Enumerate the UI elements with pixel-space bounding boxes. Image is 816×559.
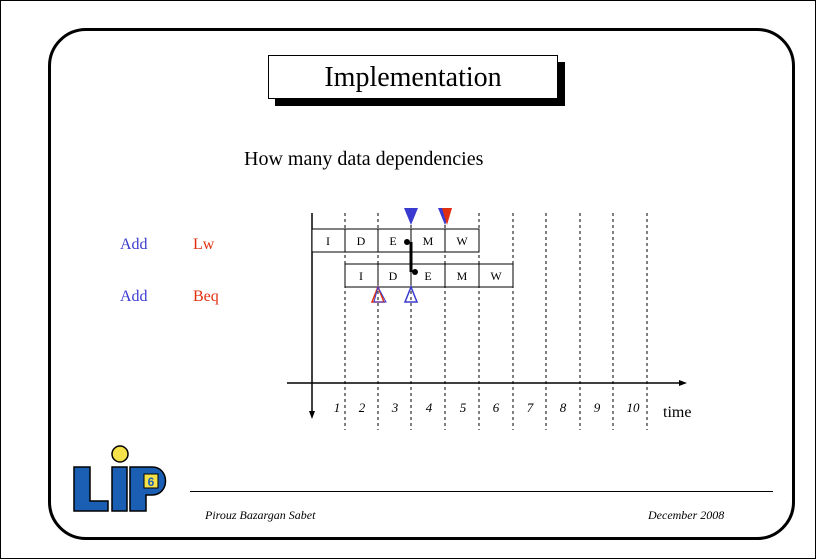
instr2-arg: Beq [193,288,219,305]
instr2-op: Add [120,288,148,305]
stage-label: I [359,269,363,283]
logo-six-box [143,473,159,489]
logo-i-dot [111,445,129,463]
logo-letter-l [73,466,109,512]
slide-title: Implementation [268,55,558,99]
stage-label: D [389,269,398,283]
slide-frame [48,28,795,540]
tick-label: 9 [594,400,601,415]
red-marker-top [442,208,452,225]
tick-label: 2 [359,400,366,415]
footer-date: December 2008 [648,508,725,522]
logo-six-text: 6 [148,475,155,489]
tick-label: 3 [391,400,399,415]
stage-box [444,228,480,253]
time-axis-arrow [679,380,687,386]
pipeline-row-2 [344,263,514,288]
stage-label: I [326,234,330,248]
instr1-op: Add [120,236,148,253]
tick-label: 10 [627,400,641,415]
stage-label: W [490,269,502,283]
forwarding-dot-bottom [412,269,418,275]
tick-label: 8 [560,400,567,415]
blue-marker-bottom-a [373,285,387,303]
stage-label: E [424,269,431,283]
blue-marker-top [404,208,418,225]
stage-label: M [423,234,434,248]
stage-label: W [456,234,468,248]
left-axis-arrow [309,411,315,419]
tick-label: 7 [527,400,534,415]
pipeline-row-1 [311,228,480,253]
footer-divider [190,491,773,492]
tick-label: 1 [334,400,341,415]
footer-author: Pirouz Bazargan Sabet [205,508,316,522]
stage-label: D [357,234,366,248]
slide-subtitle: How many data dependencies [244,148,484,170]
logo-letter-i [111,466,128,512]
tick-label: 4 [426,400,433,415]
tick-label: 6 [493,400,500,415]
lip6-logo: 6 [73,445,167,512]
stage-box [478,263,514,288]
time-axis-label: time [663,404,691,421]
tick-label: 5 [460,400,467,415]
instr1-arg: Lw [193,236,215,253]
forwarding-dot-top [404,239,410,245]
blue-marker-bottom [403,284,419,303]
stage-label: E [389,234,396,248]
stage-label: M [457,269,468,283]
